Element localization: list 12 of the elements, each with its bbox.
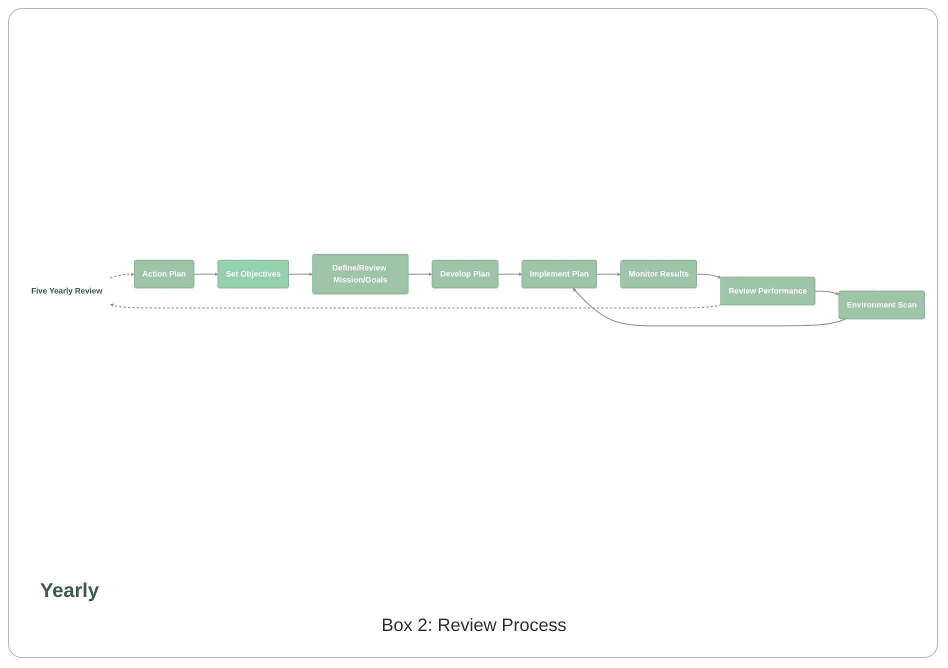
caption: Box 2: Review Process — [381, 615, 567, 635]
arrow — [408, 272, 432, 276]
arrow — [696, 274, 722, 279]
arrow — [288, 272, 313, 276]
arrow — [814, 290, 840, 296]
arrow — [498, 272, 522, 276]
arrow — [572, 288, 846, 326]
arrow — [194, 272, 218, 276]
arrow — [110, 272, 135, 279]
arrow — [110, 304, 722, 308]
arrow — [596, 272, 621, 276]
note-label: Yearly — [40, 580, 99, 603]
